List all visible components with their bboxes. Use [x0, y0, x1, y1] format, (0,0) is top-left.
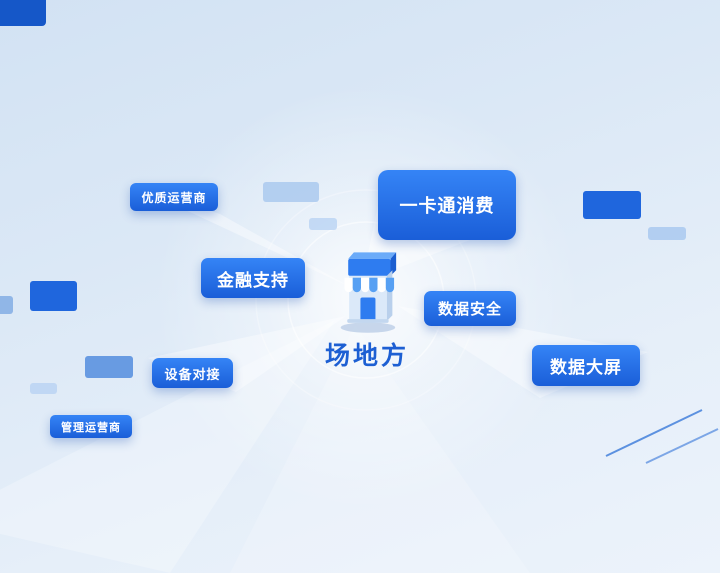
deco-rect-left-2 — [0, 296, 13, 314]
node-device-connect: 设备对接 — [152, 358, 233, 388]
deco-rect-left-4 — [30, 383, 57, 394]
node-management-operator: 管理运营商 — [50, 415, 132, 438]
accent-line-1 — [605, 409, 703, 457]
deco-rect-right-1 — [583, 191, 641, 219]
node-data-big-screen: 数据大屏 — [532, 345, 640, 386]
center-title: 场地方 — [324, 342, 409, 370]
accent-line-2 — [645, 428, 719, 464]
deco-rect-left-1 — [30, 281, 77, 311]
store-icon — [340, 252, 397, 333]
node-data-security: 数据安全 — [424, 291, 516, 326]
deco-rect-top-left — [0, 0, 46, 26]
deco-rect-right-2 — [648, 227, 686, 240]
awning — [344, 277, 395, 293]
node-card-consumption: 一卡通消费 — [378, 170, 516, 240]
node-quality-operator: 优质运营商 — [130, 183, 218, 211]
deco-rect-mid-1 — [263, 182, 319, 202]
node-financial-support: 金融支持 — [201, 258, 305, 298]
deco-rect-mid-2 — [309, 218, 337, 230]
deco-rect-left-3 — [85, 356, 133, 378]
